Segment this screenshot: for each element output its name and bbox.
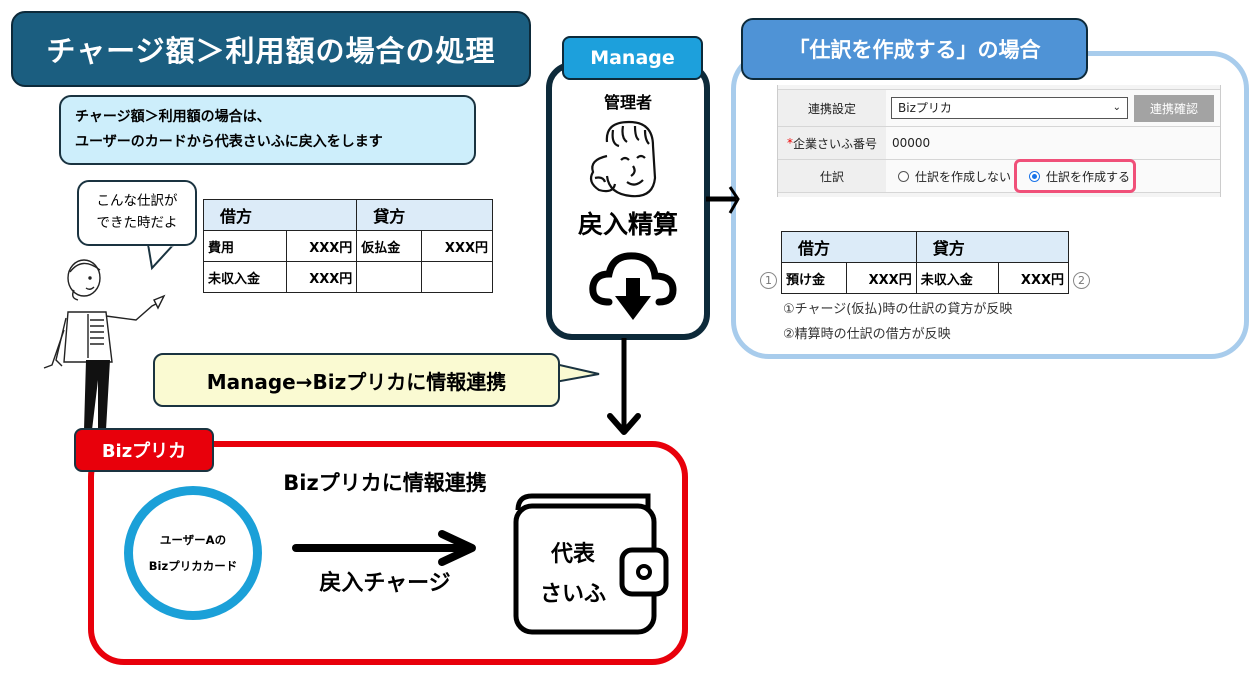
speech-line-2: できた時だよ — [96, 215, 178, 231]
description-line-2: ユーザーのカードから代表さいふに戻入をします — [75, 134, 383, 150]
debit-amount: XXX円 — [285, 230, 358, 262]
bizprica-sync-title: Bizプリカに情報連携 — [283, 471, 487, 495]
journal-option-row: 仕訳 仕訳を作成しない 仕訳を作成する — [778, 160, 1220, 193]
table-row: 費用 XXX円 仮払金 XXX円 — [203, 230, 493, 262]
description-box: チャージ額＞利用額の場合は、 ユーザーのカードから代表さいふに戻入をします — [59, 95, 476, 165]
link-confirm-button[interactable]: 連携確認 — [1134, 95, 1214, 122]
radio-no-journal[interactable] — [898, 170, 909, 182]
charge-arrow-icon — [292, 530, 476, 566]
debit-amount: XXX円 — [285, 261, 358, 293]
arrow-right-icon — [706, 186, 740, 214]
link-settings-form: 連携設定 Bizプリカ ⌄ 連携確認 *企業さいふ番号 00000 仕訳 仕訳を… — [777, 85, 1221, 197]
woman-pointing-icon — [43, 259, 166, 430]
sync-note-text: Manage→Bizプリカに情報連携 — [206, 369, 507, 394]
credit-header: 貸方 — [915, 231, 1070, 263]
card-line-1: ユーザーAの — [159, 533, 227, 547]
wallet-number-value: 00000 — [892, 136, 931, 150]
journal-setting-title: 「仕訳を作成する」の場合 — [788, 38, 1041, 62]
debit-header: 借方 — [202, 199, 358, 231]
link-setting-value: Bizプリカ — [898, 101, 952, 115]
link-setting-row: 連携設定 Bizプリカ ⌄ 連携確認 — [778, 90, 1220, 127]
wallet-line-1: 代表 — [550, 542, 595, 567]
debit-account: 未収入金 — [203, 261, 287, 293]
chevron-down-icon: ⌄ — [1112, 102, 1121, 113]
credit-amount — [421, 261, 493, 293]
debit-account: 費用 — [203, 230, 287, 262]
bizprica-tab: Bizプリカ — [74, 428, 214, 472]
debit-amount: XXX円 — [845, 262, 917, 294]
admin-face-icon — [589, 120, 657, 198]
manage-tab-label: Manage — [590, 47, 675, 69]
speech-line-1: こんな仕訳が — [96, 193, 178, 209]
settlement-label: 戻入精算 — [577, 210, 678, 239]
page-title: チャージ額＞利用額の場合の処理 — [46, 34, 496, 68]
marker-1: 1 — [760, 272, 777, 289]
table-row: 未収入金 XXX円 — [203, 261, 493, 293]
sync-note-tail — [555, 362, 600, 384]
speech-bubble: こんな仕訳が できた時だよ — [77, 180, 197, 246]
card-line-2: Bizプリカカード — [148, 559, 238, 573]
credit-amount: XXX円 — [997, 262, 1070, 294]
wallet-line-2: さいふ — [539, 582, 606, 607]
marker-2: 2 — [1073, 272, 1090, 289]
credit-account — [356, 261, 423, 293]
wallet-icon — [513, 493, 669, 635]
radio-no-journal-label: 仕訳を作成しない — [915, 169, 1012, 184]
wallet-label: 代表 さいふ — [523, 535, 623, 615]
radio-create-journal-label: 仕訳を作成する — [1046, 169, 1131, 184]
cloud-download-icon — [589, 252, 677, 320]
journal-table-result: 借方 貸方 預け金 XXX円 未収入金 XXX円 — [781, 231, 1070, 294]
journal-setting-tab: 「仕訳を作成する」の場合 — [741, 18, 1088, 80]
link-setting-label: 連携設定 — [778, 90, 887, 126]
user-card-circle: ユーザーAの Bizプリカカード — [124, 486, 262, 620]
manage-tab: Manage — [562, 36, 703, 80]
note-1: ①チャージ(仮払)時の仕訳の貸方が反映 — [783, 302, 1013, 317]
table-row: 預け金 XXX円 未収入金 XXX円 — [781, 262, 1070, 294]
radio-create-journal[interactable] — [1029, 170, 1041, 182]
wallet-number-label: 企業さいふ番号 — [792, 136, 877, 151]
credit-account: 仮払金 — [356, 230, 423, 262]
page-title-box: チャージ額＞利用額の場合の処理 — [11, 11, 531, 87]
wallet-number-row: *企業さいふ番号 00000 — [778, 127, 1220, 160]
credit-amount: XXX円 — [421, 230, 493, 262]
selected-option-highlight — [1014, 159, 1136, 193]
credit-account: 未収入金 — [915, 262, 999, 294]
journal-label: 仕訳 — [778, 160, 887, 192]
note-2: ②精算時の仕訳の借方が反映 — [783, 327, 951, 342]
admin-label: 管理者 — [603, 93, 652, 112]
arrow-down-icon — [607, 338, 641, 435]
description-line-1: チャージ額＞利用額の場合は、 — [75, 109, 271, 125]
debit-account: 預け金 — [781, 262, 847, 294]
charge-label: 戻入チャージ — [319, 571, 451, 596]
link-setting-select[interactable]: Bizプリカ ⌄ — [891, 97, 1128, 119]
journal-table-before: 借方 貸方 費用 XXX円 仮払金 XXX円 未収入金 XXX円 — [202, 199, 493, 293]
credit-header: 貸方 — [356, 199, 493, 231]
required-mark: * — [786, 136, 793, 150]
debit-header: 借方 — [781, 231, 917, 263]
bizprica-tab-label: Bizプリカ — [101, 441, 187, 462]
sync-note: Manage→Bizプリカに情報連携 — [153, 353, 560, 407]
